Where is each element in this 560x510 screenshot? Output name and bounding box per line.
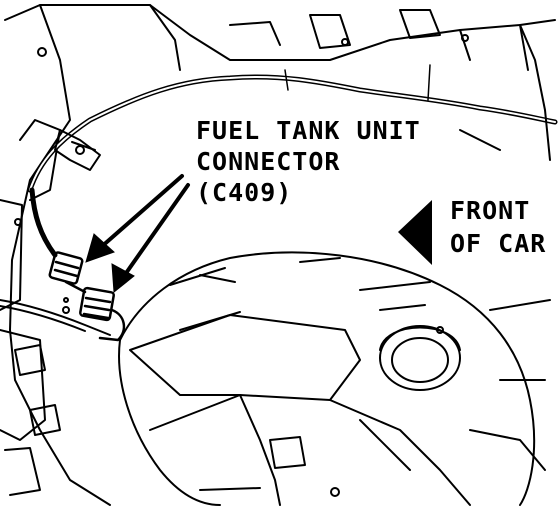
fuel-tank-unit-connector-c409 [48,251,126,342]
right-body-panel [459,24,551,471]
harness-drop [29,187,58,258]
connector-callout-label: FUEL TANK UNIT CONNECTOR (C409) [196,118,421,211]
fuel-tank [118,251,536,506]
callout-line-3: (C409) [196,178,293,207]
front-direction-arrow [398,200,432,265]
callout-arrows [85,174,190,293]
front-of-car-label: FRONT OF CAR [450,198,546,264]
callout-line-1: FUEL TANK UNIT [196,116,421,145]
sending-unit-mount [379,325,461,391]
callout-line-2: CONNECTOR [196,147,341,176]
left-frame-rail [0,4,111,506]
harness-clip-bracket [54,129,101,171]
upper-floor-panel [39,4,556,71]
fuel-line [0,297,111,336]
front-label-line-1: FRONT [450,196,531,225]
front-label-line-2: OF CAR [450,229,547,258]
